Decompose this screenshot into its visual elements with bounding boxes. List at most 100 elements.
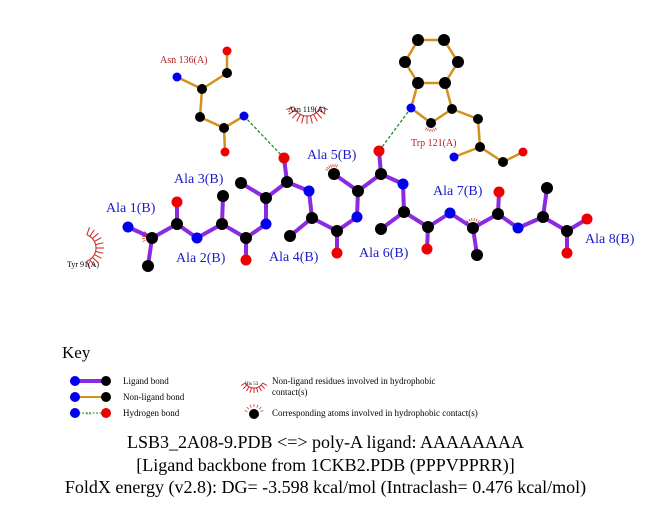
carbon-atom	[439, 77, 451, 89]
carbon-atom	[197, 84, 207, 94]
carbon-atom	[398, 206, 410, 218]
carbon-atom	[216, 218, 228, 230]
ligand-label-ala7: Ala 7(B)	[433, 184, 483, 199]
oxygen-atom	[493, 186, 505, 198]
nitrogen-atom	[191, 232, 203, 244]
carbon-atom	[447, 104, 457, 114]
carbon-atom	[222, 68, 232, 78]
residue-label-asn119: Asn 119(A)	[288, 105, 326, 114]
oxygen-atom	[240, 254, 252, 266]
oxygen-atom	[421, 243, 433, 255]
carbon-atom	[284, 230, 296, 242]
nitrogen-atom	[172, 72, 182, 82]
nitrogen-atom	[303, 185, 315, 197]
carbon-atom	[240, 232, 252, 244]
carbon-atom	[561, 225, 573, 237]
caption-line-1: LSB3_2A08-9.PDB <=> poly-A ligand: AAAAA…	[127, 432, 524, 452]
hydrophobic-spike	[336, 164, 338, 168]
hydrophobic-spike	[328, 165, 331, 169]
residue-label-tyr91: Tyr 91(A)	[67, 260, 99, 269]
nitrogen-atom	[239, 111, 249, 121]
legend-title: Key	[62, 343, 91, 362]
hydrophobic-spike	[468, 218, 471, 222]
carbon-atom	[452, 56, 464, 68]
carbon-atom	[260, 192, 272, 204]
legend-nonligand-hydrophobic-2: contact(s)	[272, 387, 307, 397]
residue-label-trp121: Trp 121(A)	[411, 138, 456, 149]
hydrophobic-spike	[434, 127, 438, 131]
carbon-atom	[142, 260, 154, 272]
hydrophobic-arc-icon	[240, 382, 268, 393]
hydrophobic-spike	[424, 127, 428, 131]
hydrophobic-arc-tyr91	[86, 227, 104, 269]
hydrophobic-spike	[142, 240, 146, 242]
carbon-atom	[171, 218, 183, 230]
hydrophobic-spike	[144, 231, 147, 234]
legend-hbond-length: 3.0	[86, 411, 91, 416]
hydrophobic-atom-icon	[244, 404, 264, 419]
hydrophobic-spike	[325, 168, 329, 171]
carbon-atom	[475, 142, 485, 152]
carbon-atom	[281, 176, 293, 188]
oxygen-atom	[331, 247, 343, 259]
nitrogen-atom	[351, 211, 363, 223]
ligand-label-ala3: Ala 3(B)	[174, 172, 224, 187]
nitrogen-atom	[512, 222, 524, 234]
ligand-label-ala6: Ala 6(B)	[359, 246, 409, 261]
hydrophobic-spike	[427, 128, 429, 132]
oxygen-atom	[222, 46, 232, 56]
carbon-atom	[422, 221, 434, 233]
ligand-label-ala4: Ala 4(B)	[269, 250, 319, 265]
caption-line-3: FoldX energy (v2.8): DG= -3.598 kcal/mol…	[64, 477, 587, 497]
carbon-atom	[306, 212, 318, 224]
residue-label-asn136: Asn 136(A)	[160, 55, 208, 66]
carbon-atom	[537, 211, 549, 223]
ligand-label-ala8: Ala 8(B)	[585, 232, 635, 247]
carbon-atom	[426, 118, 436, 128]
carbon-atom	[146, 232, 158, 244]
legend-corresponding-atoms: Corresponding atoms involved in hydropho…	[272, 408, 478, 418]
carbon-atom	[467, 222, 479, 234]
legend: Key Ligand bond Non-ligand bond 3.0 Hydr…	[62, 343, 478, 419]
hydrophobic-spike	[142, 235, 146, 238]
hydrophobic-arc-asn119	[286, 106, 328, 124]
nitrogen-atom	[406, 103, 416, 113]
legend-nonligand-hydrophobic: Non-ligand residues involved in hydropho…	[272, 376, 435, 386]
nitrogen-atom	[260, 218, 272, 230]
oxygen-atom	[561, 247, 573, 259]
carbon-atom	[375, 223, 387, 235]
hydrophobic-spike	[330, 164, 332, 168]
oxygen-atom	[518, 147, 528, 157]
hydrogen-bond	[243, 115, 285, 159]
legend-ligand-bond: Ligand bond	[123, 376, 169, 386]
ligand-label-ala5: Ala 5(B)	[307, 148, 357, 163]
hydrophobic-spike	[475, 218, 478, 222]
legend-example-residue: His 53	[245, 382, 259, 387]
caption-line-2: [Ligand backbone from 1CKB2.PDB (PPPVPPR…	[136, 455, 515, 475]
carbon-atom	[473, 114, 483, 124]
hydrophobic-spike	[466, 220, 469, 223]
carbon-atom	[541, 182, 553, 194]
hydrogen-bond	[378, 107, 412, 152]
nitrogen-atom	[449, 152, 459, 162]
carbon-atom	[438, 34, 450, 46]
legend-nonligand-bond: Non-ligand bond	[123, 392, 185, 402]
hydrophobic-spike	[142, 233, 146, 236]
oxygen-atom	[171, 196, 183, 208]
carbon-atom	[352, 185, 364, 197]
oxygen-atom	[220, 147, 230, 157]
nitrogen-atom	[122, 221, 134, 233]
carbon-atom	[471, 249, 483, 261]
hydrophobic-arc	[240, 382, 268, 393]
legend-hydrogen-bond: Hydrogen bond	[123, 408, 180, 418]
carbon-atom	[375, 168, 387, 180]
nitrogen-atom	[444, 207, 456, 219]
nitrogen-atom	[397, 178, 409, 190]
carbon-atom	[399, 56, 411, 68]
ligand-label-ala2: Ala 2(B)	[176, 251, 226, 266]
carbon-atom	[328, 168, 340, 180]
carbon-atom	[412, 77, 424, 89]
oxygen-atom	[373, 145, 385, 157]
oxygen-atom	[581, 213, 593, 225]
ligand-label-ala1: Ala 1(B)	[106, 201, 156, 216]
